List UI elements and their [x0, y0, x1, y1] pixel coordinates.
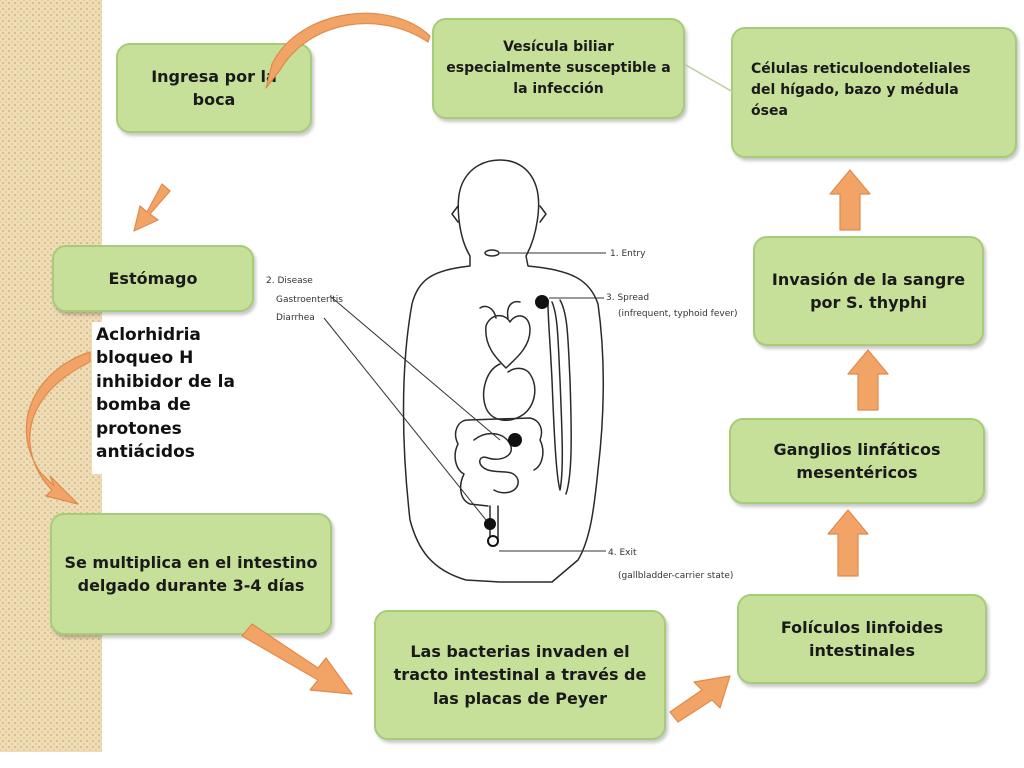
- box-se-multiplica: Se multiplica en el intestino delgado du…: [50, 513, 332, 635]
- label-exit: 4. Exit: [608, 548, 637, 558]
- label-exit-note: (gallbladder-carrier state): [618, 571, 733, 581]
- note-line: bloqueo H: [96, 348, 194, 369]
- box-ingresa-por-la-boca: Ingresa por la boca: [116, 43, 312, 133]
- label-spread-note: (infrequent, typhoid fever): [618, 309, 737, 319]
- box-invasion-sangre: Invasión de la sangre por S. thyphi: [753, 236, 984, 346]
- label-entry: 1. Entry: [610, 249, 646, 259]
- box-foliculos-linfoides: Folículos linfoides intestinales: [737, 594, 987, 684]
- box-vesicula-biliar: Vesícula biliar especialmente susceptibl…: [432, 18, 685, 119]
- stomach: [482, 363, 536, 421]
- note-line: antiácidos: [96, 442, 195, 463]
- peyer-dot: [484, 518, 496, 530]
- label-gastroenteritis: Gastroenteritis: [276, 295, 343, 305]
- box-estomago: Estómago: [52, 245, 254, 312]
- exit-dot: [487, 535, 499, 547]
- box-ganglios-linfaticos: Ganglios linfáticos mesentéricos: [729, 418, 985, 504]
- note-line: Aclorhidria: [96, 325, 201, 345]
- box-bacterias-invaden: Las bacterias invaden el tracto intestin…: [374, 610, 666, 740]
- large-intestine: [454, 417, 544, 507]
- intestine-dot: [508, 433, 522, 447]
- spread-dot: [535, 295, 549, 309]
- note-aclorhidria: Aclorhidria bloqueo H inhibidor de la bo…: [92, 322, 258, 474]
- note-line: inhibidor de la: [96, 371, 235, 392]
- note-line: protones: [96, 418, 182, 439]
- note-line: bomba de: [96, 395, 191, 416]
- label-diarrhea: Diarrhea: [276, 313, 315, 323]
- box-celulas-reticuloendoteliales: Células reticuloendoteliales del hígado,…: [731, 27, 1017, 158]
- label-spread: 3. Spread: [606, 293, 649, 303]
- heart: [485, 314, 531, 369]
- label-disease: 2. Disease: [266, 276, 313, 286]
- body-outline: [402, 159, 605, 583]
